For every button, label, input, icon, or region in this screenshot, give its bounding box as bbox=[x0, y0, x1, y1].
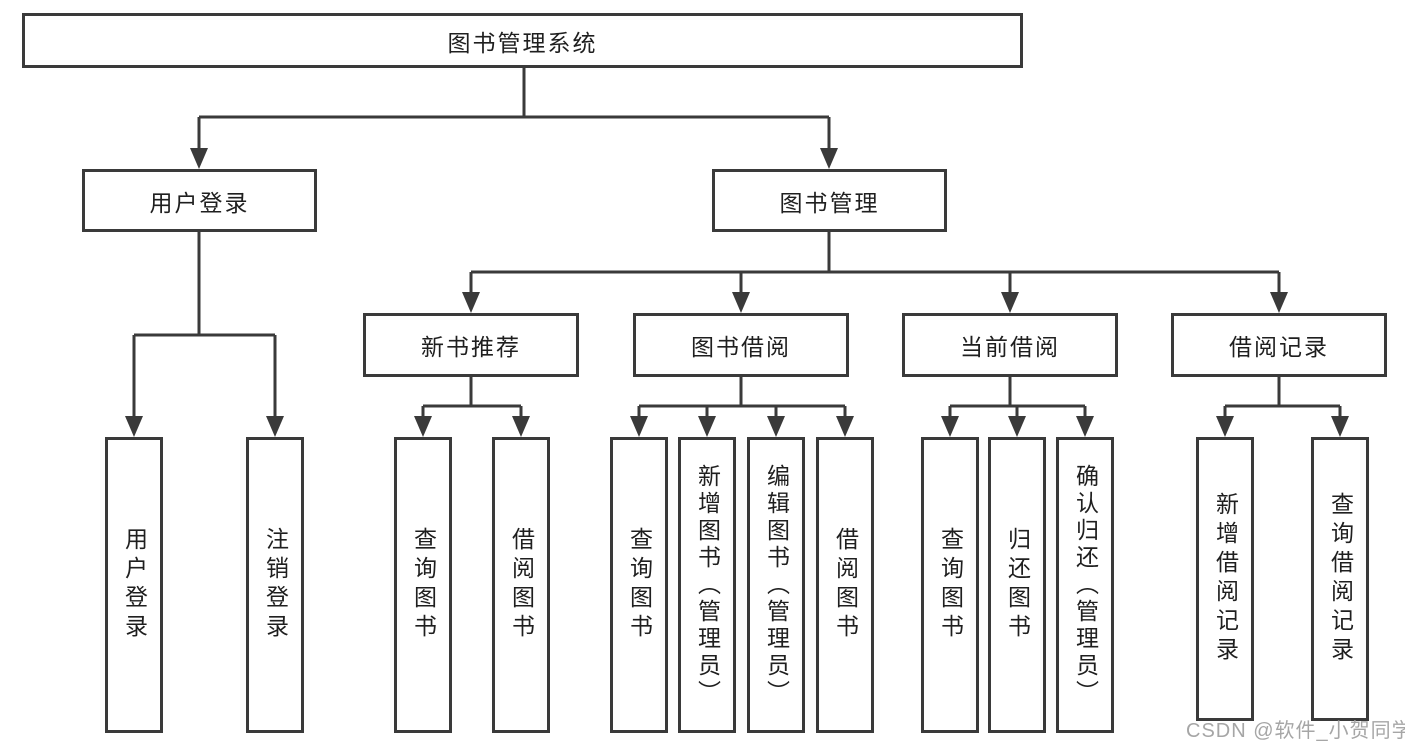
leaf-logout: 注销登录 bbox=[246, 437, 304, 733]
leaf-confirm-return-admin: 确认归还（管理员） bbox=[1056, 437, 1114, 733]
leaf-query-books-1: 查询图书 bbox=[394, 437, 452, 733]
leaf-label: 新增借阅记录 bbox=[1212, 492, 1239, 666]
node-borrowing-records: 借阅记录 bbox=[1171, 313, 1387, 377]
leaf-user-login: 用户登录 bbox=[105, 437, 163, 733]
leaf-borrow-books-2: 借阅图书 bbox=[816, 437, 874, 733]
leaf-query-books-3: 查询图书 bbox=[921, 437, 979, 733]
connector-root bbox=[197, 68, 831, 151]
leaf-borrow-books-1: 借阅图书 bbox=[492, 437, 550, 733]
leaf-label: 借阅图书 bbox=[832, 527, 859, 643]
node-label: 当前借阅 bbox=[960, 334, 1060, 360]
leaf-add-borrow-record: 新增借阅记录 bbox=[1196, 437, 1254, 721]
leaf-label: 查询图书 bbox=[937, 527, 964, 643]
leaf-label: 借阅图书 bbox=[508, 527, 535, 643]
leaf-label: 查询借阅记录 bbox=[1327, 492, 1354, 666]
leaf-label: 查询图书 bbox=[626, 527, 653, 643]
connector-current-borrow bbox=[948, 377, 1087, 419]
leaf-label: 归还图书 bbox=[1004, 527, 1031, 643]
node-library-management-system: 图书管理系统 bbox=[22, 13, 1023, 68]
watermark-text: CSDN @软件_小贺同学 bbox=[1186, 720, 1405, 742]
leaf-label: 注销登录 bbox=[262, 527, 289, 643]
leaf-edit-book-admin: 编辑图书（管理员） bbox=[747, 437, 805, 733]
node-user-login: 用户登录 bbox=[82, 169, 317, 232]
node-book-borrowing: 图书借阅 bbox=[633, 313, 849, 377]
leaf-add-book-admin: 新增图书（管理员） bbox=[678, 437, 736, 733]
leaf-query-borrow-record: 查询借阅记录 bbox=[1311, 437, 1369, 721]
node-label: 图书管理 bbox=[779, 189, 880, 216]
node-book-management: 图书管理 bbox=[712, 169, 947, 232]
leaf-label: 新增图书（管理员） bbox=[694, 463, 721, 707]
leaf-label: 编辑图书（管理员） bbox=[763, 463, 790, 707]
node-new-book-recommendation: 新书推荐 bbox=[363, 313, 579, 377]
leaf-return-books: 归还图书 bbox=[988, 437, 1046, 733]
connector-book-borrow bbox=[637, 377, 847, 419]
leaf-query-books-2: 查询图书 bbox=[610, 437, 668, 733]
leaf-label: 查询图书 bbox=[410, 527, 437, 643]
leaf-label: 用户登录 bbox=[121, 527, 148, 643]
connector-book-management bbox=[469, 232, 1281, 295]
node-label: 借阅记录 bbox=[1229, 334, 1329, 360]
connector-new-book bbox=[421, 377, 523, 419]
node-label: 图书管理系统 bbox=[447, 29, 598, 56]
node-current-borrowing: 当前借阅 bbox=[902, 313, 1118, 377]
connector-borrow-records bbox=[1223, 377, 1342, 419]
node-label: 图书借阅 bbox=[691, 334, 791, 360]
node-label: 新书推荐 bbox=[421, 334, 521, 360]
node-label: 用户登录 bbox=[149, 189, 250, 216]
connector-user-login bbox=[132, 232, 277, 419]
leaf-label: 确认归还（管理员） bbox=[1072, 463, 1099, 707]
